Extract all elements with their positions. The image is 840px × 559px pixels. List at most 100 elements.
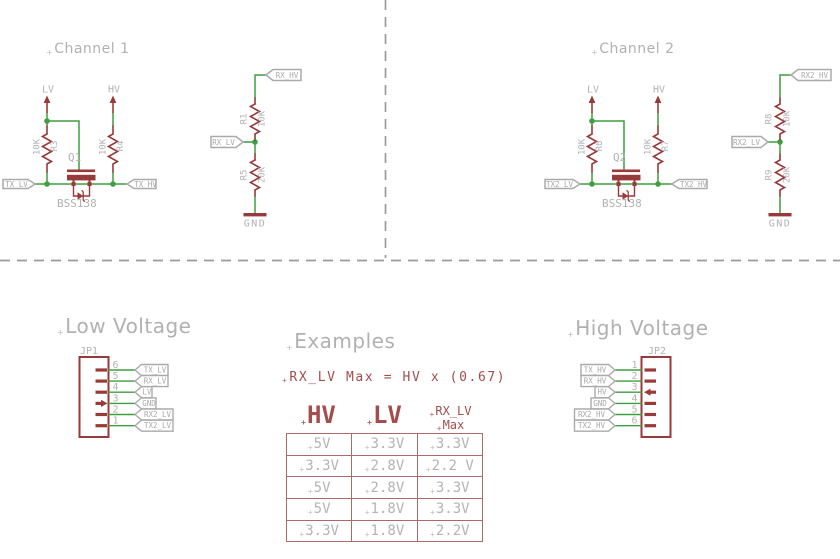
jp2-tag [573, 408, 617, 421]
cell-hv: 5V [285, 498, 353, 521]
resistor-r7 [651, 125, 665, 173]
net-tag-rx2-lv: RX2_LV [731, 135, 770, 149]
jp2-pin [644, 368, 656, 372]
net-lv-rail-ch1 [46, 112, 80, 171]
cell-lv: 1.8V [351, 519, 418, 543]
svg-text:TX2_HV: TX2_HV [680, 180, 708, 189]
header-hv: HV [286, 403, 351, 433]
jp1-name: JP1 [80, 346, 98, 357]
channel1-title: Channel 1 [46, 41, 130, 57]
resistor-r7-value: 10K [644, 138, 654, 155]
svg-text:RX2_LV: RX2_LV [733, 138, 761, 147]
cell-lv: 2.8V [351, 476, 418, 500]
cell-rxlvmax: 2.2 V [416, 454, 484, 478]
net-tag-tx2-lv: TX2_LV [544, 178, 582, 190]
jp1-pin-number: 4 [112, 382, 118, 393]
jp1-pin-number: 2 [112, 405, 118, 416]
resistor-r5-value: 20K [258, 166, 268, 183]
channel2-circuit: LV HV 10K R6 10K R7 [544, 85, 708, 210]
resistor-r8-value: 10K [783, 110, 793, 127]
rx-lv-max-formula: RX_LV Max = HV x (0.67) [282, 370, 506, 385]
resistor-r3 [40, 125, 54, 173]
resistor-r8 [773, 97, 787, 141]
jp1-tag-label: RX_LV [144, 377, 167, 386]
jp2-tag [580, 374, 617, 388]
examples-table: HV LV RX_LV Max 5V 3.3V 3.3V 3.3V 2.8V 2… [285, 398, 484, 543]
jp1-pin-number: 3 [112, 393, 118, 404]
table-row: 5V 3.3V 3.3V [285, 433, 484, 456]
jp1-tag [133, 386, 153, 399]
resistor-r9-value: 20K [783, 166, 793, 183]
supply-label-hv-ch1: HV [108, 85, 120, 96]
jp2-name: JP2 [648, 346, 666, 357]
svg-text:TX_LV: TX_LV [5, 180, 28, 189]
resistor-r3-value: 10K [33, 138, 43, 155]
jp1-pin-number: 1 [112, 416, 118, 427]
net-lv-rail-ch2 [591, 112, 625, 171]
resistor-r6 [585, 125, 599, 173]
resistor-r7-name: R7 [661, 141, 671, 152]
jp1-tag [133, 374, 169, 388]
svg-text:RX_LV: RX_LV [212, 138, 235, 147]
header-rx-lv-line1: RX_LV [418, 405, 483, 419]
supply-arrow-hv-ch1 [109, 95, 117, 113]
jp2-tag-label: RX2_HV [578, 410, 606, 419]
jp2-pin-number: 2 [631, 371, 637, 382]
junction-dot [589, 181, 595, 187]
cell-lv: 3.3V [351, 433, 418, 456]
table-row: 5V 2.8V 3.3V [285, 476, 484, 500]
gnd-symbol [768, 213, 792, 217]
jp1-pin-arrow-gnd [95, 399, 108, 407]
jp1-tag [133, 419, 174, 432]
jp2-tag-label: RX_HV [584, 377, 607, 386]
mosfet-q2 [612, 169, 641, 203]
jp2-pin [644, 424, 656, 428]
resistor-r5 [248, 153, 262, 197]
body-diode-cathode [81, 189, 86, 203]
cell-rxlvmax: 3.3V [416, 476, 484, 500]
resistor-r5-name: R5 [240, 170, 250, 181]
jp1-pin [95, 412, 107, 417]
mosfet-q2-value: BSS138 [602, 197, 642, 210]
jp2-pin-number: 3 [631, 382, 637, 393]
resistor-r1 [248, 97, 262, 141]
low-voltage-title: Low Voltage [57, 314, 191, 338]
body-diode-cathode [626, 189, 631, 203]
mosfet-q1-value: BSS138 [57, 197, 97, 210]
jp1-pin-number: 6 [112, 360, 118, 371]
sheet-dividers [0, 0, 840, 262]
jp2-pin-number: 4 [631, 393, 637, 404]
resistor-r6-name: R6 [595, 141, 605, 152]
resistor-r4-name: R4 [116, 141, 126, 152]
net-tag-tx-lv: TX_LV [2, 178, 37, 190]
resistor-r4-value: 10K [99, 138, 109, 155]
net-tag-rx-hv: RX_HV [264, 68, 302, 82]
connector-jp2: JP2 1 2 3 4 5 6 [573, 346, 672, 438]
divider1-circuit: R1 10K R5 20K GND RX_HV RX_LV [210, 68, 302, 230]
jp1-body [78, 356, 110, 438]
resistor-r6-value: 10K [578, 138, 588, 155]
jp1-pin [95, 368, 107, 372]
mosfet-q2-name: Q2 [613, 151, 626, 164]
resistor-r3-name: R3 [50, 141, 60, 152]
supply-arrow-hv-ch2 [654, 95, 662, 113]
header-rx-lv-max: RX_LV Max [418, 405, 483, 433]
jp2-pin [644, 401, 656, 405]
gnd-label: GND [769, 219, 792, 230]
supply-label-lv-ch2: LV [587, 85, 599, 96]
cell-rxlvmax: 3.3V [416, 433, 484, 456]
examples-grid: 5V 3.3V 3.3V 3.3V 2.8V 2.2 V 5V 2.8V 3.3… [285, 433, 484, 543]
resistor-r8-name: R8 [765, 114, 775, 125]
jp2-tag-label: HV [597, 388, 607, 397]
svg-text:TX2_LV: TX2_LV [546, 180, 574, 189]
jp2-pin-number: 5 [631, 405, 637, 416]
net-tag-tx-hv: TX_HV [125, 178, 157, 190]
jp1-tag-label: TX2_LV [144, 421, 172, 430]
cell-lv: 1.8V [351, 498, 418, 521]
supply-arrow-lv-ch1 [43, 95, 51, 113]
cell-hv: 3.3V [285, 519, 353, 543]
net-rx2hv-corner [779, 74, 792, 99]
mosfet-q1-name: Q1 [68, 151, 81, 164]
body-diode-loop [72, 185, 91, 197]
